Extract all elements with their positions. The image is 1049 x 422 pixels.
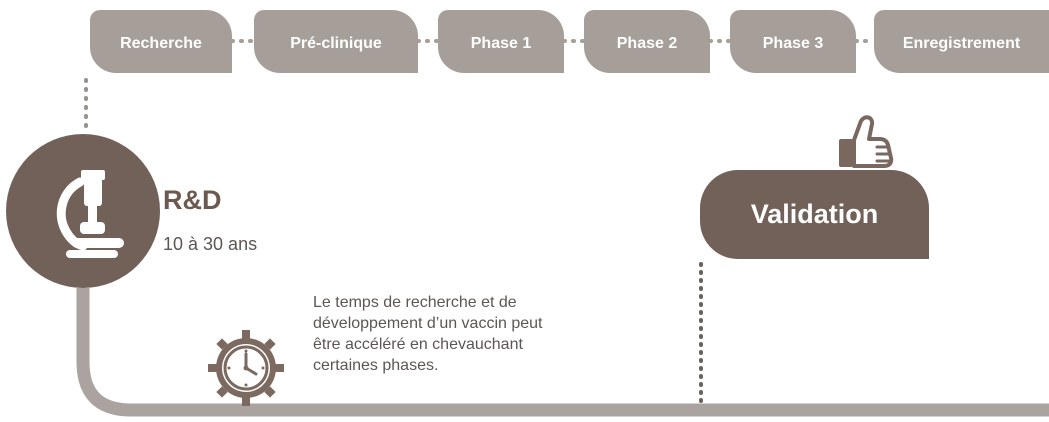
phase-label-preclinique: Pré-clinique <box>290 35 382 52</box>
validation-label: Validation <box>750 199 879 229</box>
phase-label-phase-2: Phase 2 <box>616 35 678 52</box>
rd-connector-line <box>76 288 1049 417</box>
rd-circle <box>6 134 160 288</box>
microscope-icon <box>56 170 124 258</box>
clock-gear-icon <box>208 330 284 406</box>
phase-tab-phase-3: Phase 3 <box>730 10 856 73</box>
validation-box: Validation <box>700 170 929 259</box>
phase-label-phase-1: Phase 1 <box>470 35 532 52</box>
phase-label-phase-3: Phase 3 <box>762 35 824 52</box>
phase-label-recherche: Recherche <box>120 35 202 52</box>
phase-tab-phase-2: Phase 2 <box>584 10 710 73</box>
phase-tab-recherche: Recherche <box>90 10 232 73</box>
rd-note: Le temps de recherche et de développemen… <box>313 294 543 374</box>
rd-title: R&D <box>163 185 222 215</box>
rd-duration: 10 à 30 ans <box>163 234 258 254</box>
phase-tab-enregistrement: Enregistrement <box>874 10 1049 73</box>
phase-label-enregistrement: Enregistrement <box>902 35 1021 52</box>
thumbs-up-icon <box>839 115 894 168</box>
phase-tab-preclinique: Pré-clinique <box>254 10 418 73</box>
phase-tab-phase-1: Phase 1 <box>438 10 564 73</box>
